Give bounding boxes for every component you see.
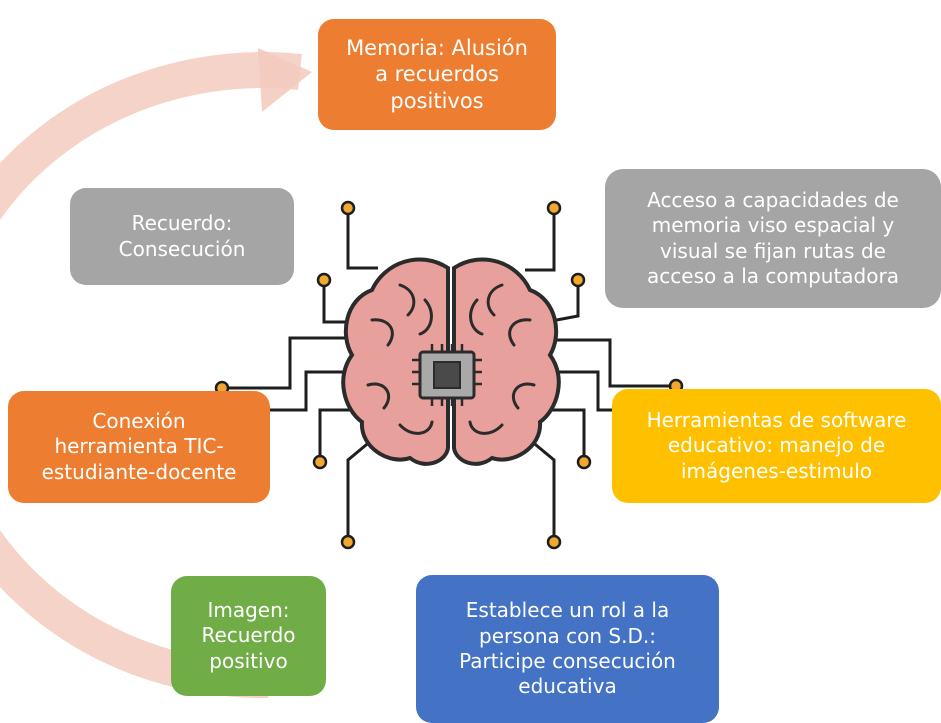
brain-chip-icon — [341, 257, 561, 466]
circuit-nodes — [214, 200, 684, 550]
node-acceso-label: Acceso a capacidades de memoria viso esp… — [647, 187, 899, 288]
node-establece-label: Establece un rol a la persona con S.D.: … — [459, 598, 676, 699]
node-imagen-label: Imagen: Recuerdo positivo — [201, 597, 296, 673]
node-herramientas-label: Herramientas de software educativo: mane… — [646, 407, 907, 483]
node-memoria-label: Memoria: Alusión a recuerdos positivos — [346, 35, 528, 113]
node-memoria: Memoria: Alusión a recuerdos positivos — [318, 19, 556, 130]
circular-arrow-icon — [0, 48, 312, 699]
node-recuerdo: Recuerdo: Consecución — [70, 188, 294, 285]
node-establece: Establece un rol a la persona con S.D.: … — [416, 575, 719, 723]
node-herramientas: Herramientas de software educativo: mane… — [612, 389, 941, 503]
node-acceso: Acceso a capacidades de memoria viso esp… — [605, 169, 941, 308]
node-imagen: Imagen: Recuerdo positivo — [171, 576, 326, 696]
node-recuerdo-label: Recuerdo: Consecución — [118, 211, 246, 261]
node-conexion: Conexión herramienta TIC- estudiante-doc… — [8, 391, 270, 503]
circuit-lines — [220, 210, 676, 540]
node-conexion-label: Conexión herramienta TIC- estudiante-doc… — [41, 408, 237, 484]
